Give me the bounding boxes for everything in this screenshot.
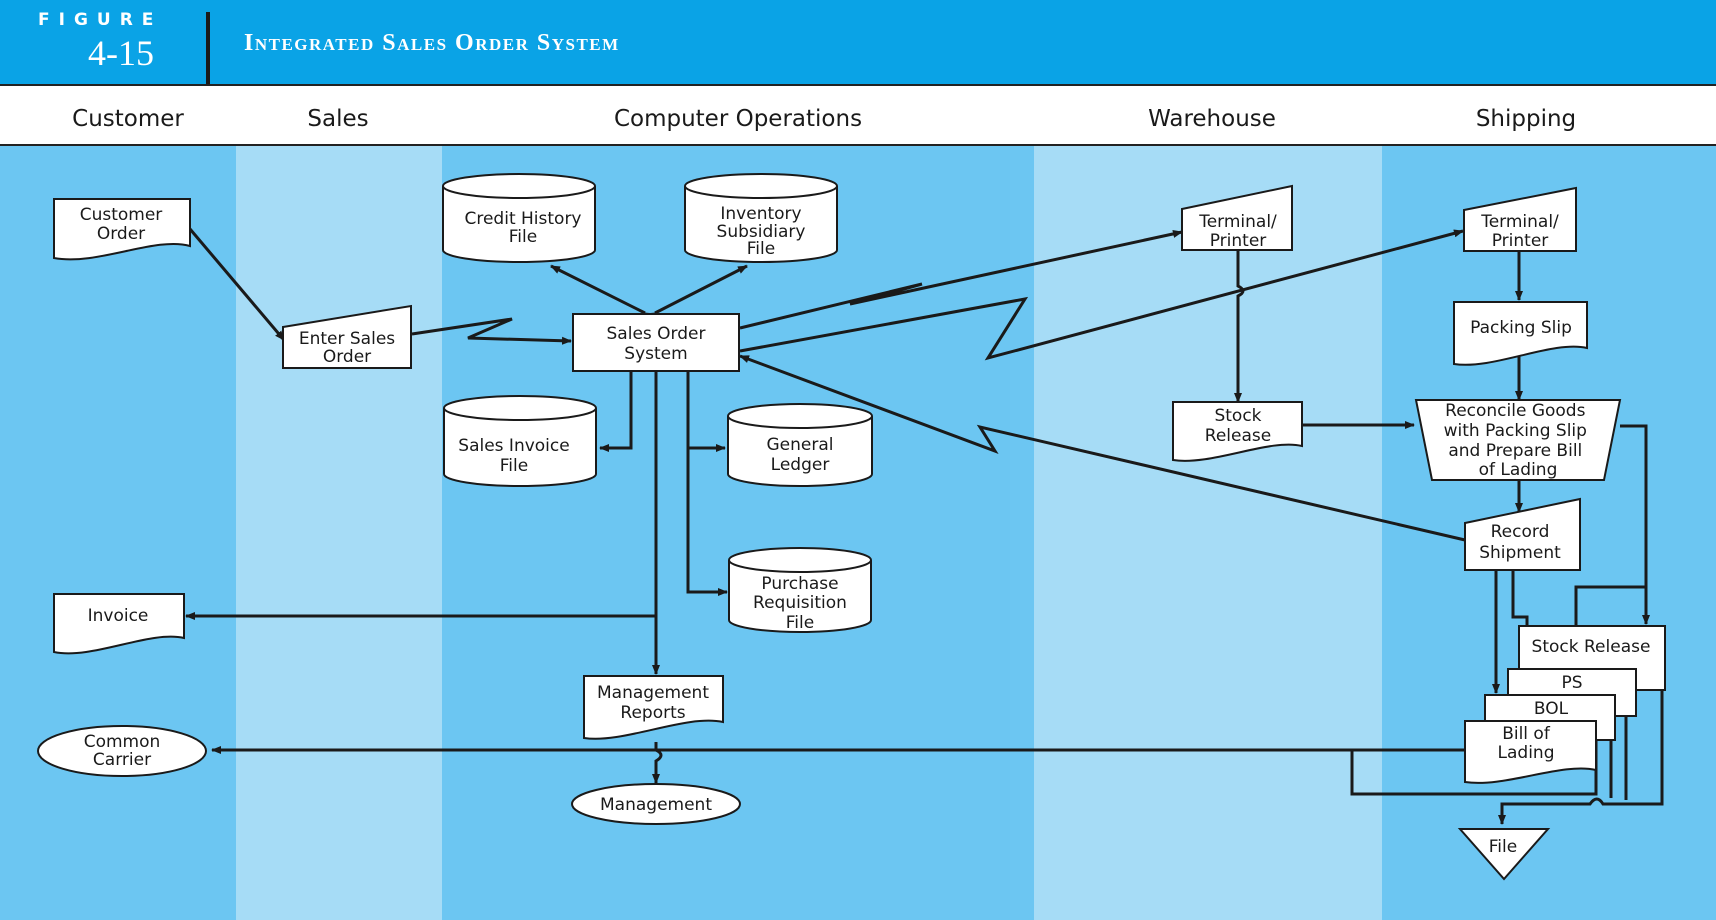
file-node: File bbox=[1457, 828, 1551, 881]
svg-text:BOL: BOL bbox=[1534, 699, 1569, 719]
lane-header-shipping: Shipping bbox=[1475, 106, 1577, 132]
svg-text:Stock Release: Stock Release bbox=[1532, 637, 1651, 657]
svg-text:Terminal/Printer: Terminal/Printer bbox=[1480, 212, 1559, 251]
svg-text:Terminal/Printer: Terminal/Printer bbox=[1198, 212, 1277, 251]
lane-header-warehouse: Warehouse bbox=[1148, 106, 1276, 132]
lane-header-row: Customer Sales Computer Operations Wareh… bbox=[0, 84, 1716, 146]
warehouse-terminal-node: Terminal/Printer bbox=[1181, 184, 1293, 251]
svg-text:Reconcile Goods with Pac: Reconcile Goods with Packing Slip and Pr… bbox=[1444, 401, 1593, 480]
figure-number: 4-15 bbox=[88, 33, 154, 73]
shipping-terminal-node: Terminal/Printer bbox=[1463, 186, 1577, 252]
reconcile-goods-node: Reconcile Goods with Packing Slip and Pr… bbox=[1414, 399, 1622, 481]
lane-header-customer: Customer bbox=[72, 106, 184, 132]
lane-header-sales: Sales bbox=[307, 106, 369, 132]
invoice-node: Invoice bbox=[53, 593, 185, 655]
packing-slip-node: Packing Slip bbox=[1453, 301, 1588, 366]
figure-header: FIGURE 4-15 Integrated Sales Order Syste… bbox=[0, 0, 1716, 84]
lane-header-computer-operations: Computer Operations bbox=[613, 106, 863, 132]
management-node: Management bbox=[571, 783, 741, 825]
lane-sales bbox=[236, 146, 442, 920]
connector-stack-return-c bbox=[1498, 690, 1664, 825]
connector-system-to-shipping-terminal bbox=[739, 229, 1464, 361]
connector-record-to-system bbox=[739, 354, 1466, 542]
connector-reconcile-to-documents bbox=[1620, 424, 1650, 625]
header-divider bbox=[206, 12, 210, 84]
connector-system-inventory bbox=[645, 264, 748, 321]
svg-text:PS: PS bbox=[1561, 673, 1582, 693]
connector-entry-to-system bbox=[411, 317, 572, 345]
figure-label: FIGURE bbox=[38, 10, 163, 30]
connector-system-to-warehouse-terminal bbox=[739, 229, 1183, 330]
svg-text:Invoice: Invoice bbox=[88, 606, 149, 626]
lane-customer bbox=[0, 146, 236, 920]
lane-warehouse bbox=[1034, 146, 1382, 920]
connector-system-to-invoice-file bbox=[599, 372, 633, 452]
figure-title: Integrated Sales Order System bbox=[244, 30, 620, 56]
connector-system-credit bbox=[550, 264, 655, 321]
svg-text:Management: Management bbox=[600, 795, 712, 815]
connector-warehouse-terminal-to-stock-release bbox=[1234, 250, 1245, 403]
svg-text:Packing Slip: Packing Slip bbox=[1470, 318, 1572, 338]
connector-system-to-requisition bbox=[686, 448, 728, 596]
swimlanes bbox=[0, 146, 1716, 920]
svg-text:File: File bbox=[1489, 837, 1517, 857]
connector-order-to-entry bbox=[188, 228, 286, 341]
